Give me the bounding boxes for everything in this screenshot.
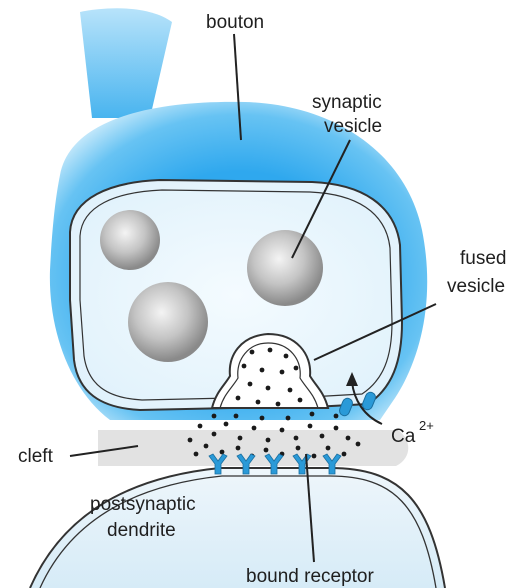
synaptic-vesicle-label-line1: synaptic <box>312 92 382 113</box>
neurotransmitter-dot <box>266 386 271 391</box>
synaptic-vesicle <box>100 210 160 270</box>
neurotransmitter-dot <box>280 370 285 375</box>
neurotransmitter-dot <box>346 436 351 441</box>
neurotransmitter-dot <box>320 434 325 439</box>
neurotransmitter-dot <box>250 350 255 355</box>
neurotransmitter-dot <box>284 354 289 359</box>
neurotransmitter-dot <box>238 436 243 441</box>
neurotransmitter-dot <box>212 432 217 437</box>
neurotransmitter-dot <box>248 382 253 387</box>
neurotransmitter-dot <box>220 450 225 455</box>
postsynaptic-dendrite <box>30 468 445 588</box>
neurotransmitter-dot <box>326 446 331 451</box>
neurotransmitter-dot <box>356 442 361 447</box>
neurotransmitter-dot <box>342 452 347 457</box>
neurotransmitter-dot <box>296 446 301 451</box>
neurotransmitter-dot <box>288 388 293 393</box>
neurotransmitter-dot <box>194 452 199 457</box>
neurotransmitter-dot <box>276 402 281 407</box>
neurotransmitter-dot <box>286 416 291 421</box>
synaptic-vesicle <box>128 282 208 362</box>
neurotransmitter-dot <box>188 438 193 443</box>
neurotransmitter-dot <box>294 436 299 441</box>
synaptic-cleft <box>98 430 408 466</box>
neurotransmitter-dot <box>260 416 265 421</box>
neurotransmitter-dot <box>264 448 269 453</box>
neurotransmitter-dot <box>298 398 303 403</box>
neurotransmitter-dot <box>234 414 239 419</box>
cleft-label: cleft <box>18 446 54 467</box>
neurotransmitter-dot <box>310 412 315 417</box>
neurotransmitter-dot <box>224 422 229 427</box>
neurotransmitter-dot <box>334 426 339 431</box>
neurotransmitter-dot <box>268 348 273 353</box>
calcium-charge-label: 2+ <box>419 418 434 433</box>
neurotransmitter-dot <box>212 414 217 419</box>
axon-stalk <box>80 8 172 118</box>
calcium-label: Ca <box>391 426 416 447</box>
fused-vesicle-label-line1: fused <box>460 248 506 269</box>
postsynaptic-label-line1: postsynaptic <box>90 494 196 515</box>
bound-receptor-label: bound receptor <box>246 566 374 587</box>
neurotransmitter-dot <box>242 364 247 369</box>
neurotransmitter-dot <box>256 400 261 405</box>
synaptic-vesicle <box>247 230 323 306</box>
neurotransmitter-dot <box>260 368 265 373</box>
postsynaptic-label-line2: dendrite <box>107 520 176 541</box>
synaptic-vesicle-label-line2: vesicle <box>324 116 382 137</box>
neurotransmitter-dot <box>308 424 313 429</box>
neurotransmitter-dot <box>198 424 203 429</box>
neurotransmitter-dot <box>236 396 241 401</box>
bouton-label: bouton <box>206 12 264 33</box>
neurotransmitter-dot <box>204 444 209 449</box>
fused-vesicle-label-line2: vesicle <box>447 276 505 297</box>
neurotransmitter-dot <box>266 438 271 443</box>
neurotransmitter-dot <box>252 426 257 431</box>
neurotransmitter-dot <box>312 454 317 459</box>
neurotransmitter-dot <box>294 366 299 371</box>
neurotransmitter-dot <box>280 428 285 433</box>
neurotransmitter-dot <box>236 446 241 451</box>
neurotransmitter-dot <box>334 414 339 419</box>
